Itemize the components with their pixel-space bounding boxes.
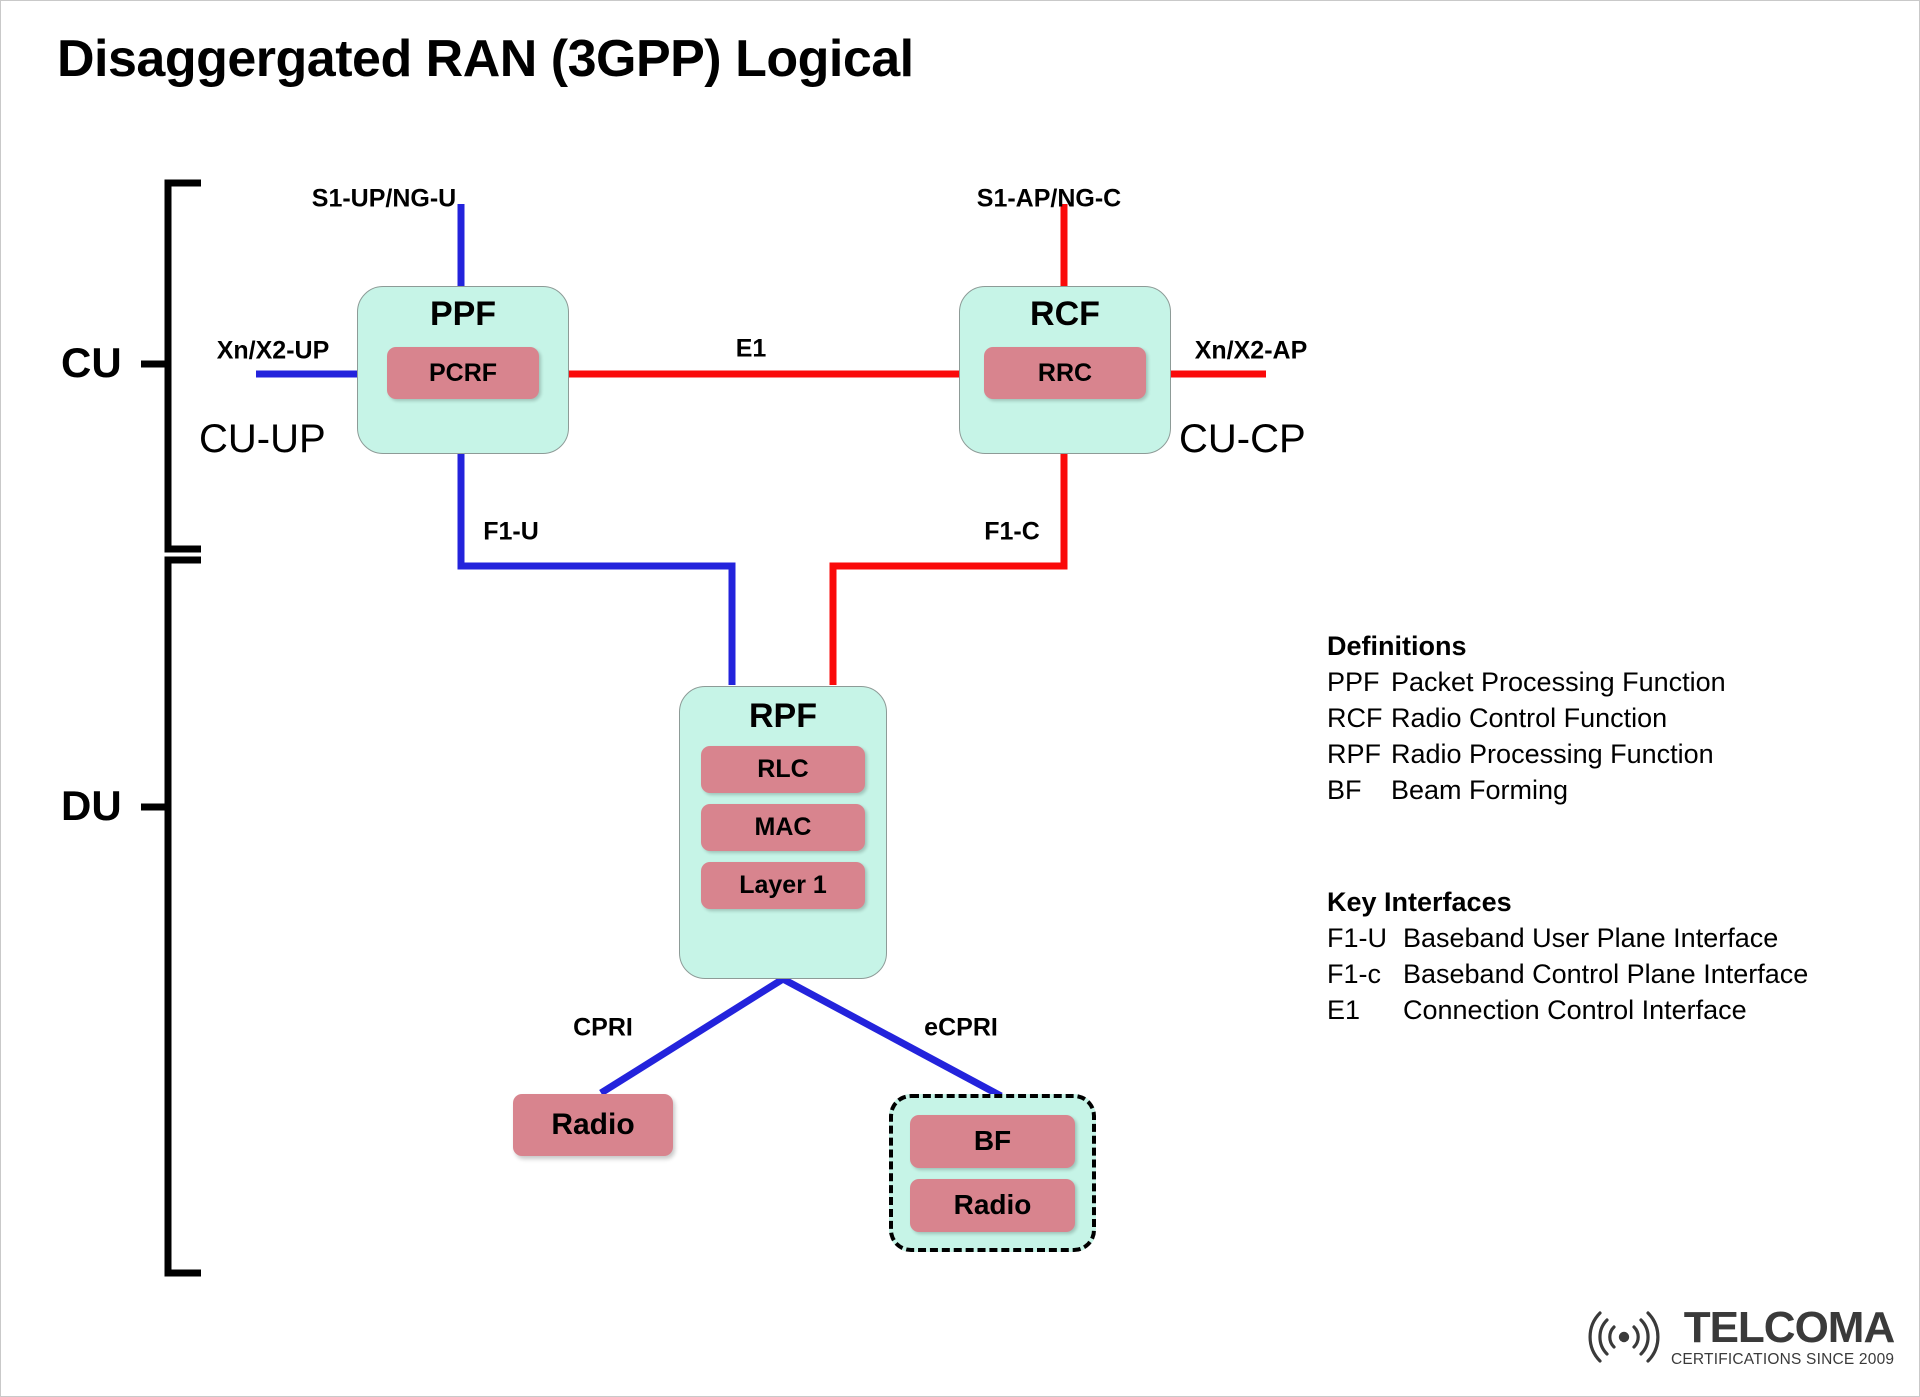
bracket-du xyxy=(141,556,201,1277)
group-label-du: DU xyxy=(61,782,122,829)
node-ppf-title: PPF xyxy=(429,295,497,333)
legend-key: PPF xyxy=(1327,667,1380,697)
edge-label-xn-up: Xn/X2-UP xyxy=(216,336,330,365)
plane-label-cu-cp: CU-CP xyxy=(1179,417,1306,461)
legend-text: Connection Control Interface xyxy=(1403,995,1747,1025)
legend-interfaces: Key Interfaces F1-U Baseband User Plane … xyxy=(1327,887,1808,1026)
legend-row: E1 Connection Control Interface xyxy=(1327,995,1808,1026)
node-rpf-block-rlc[interactable]: RLC xyxy=(701,746,865,793)
edge-label-e1: E1 xyxy=(735,334,767,363)
logo-name: TELCOMA xyxy=(1683,1303,1896,1352)
legend-text: Beam Forming xyxy=(1391,775,1569,805)
legend-row: RPF Radio Processing Function xyxy=(1327,739,1726,770)
edge-label-s1-up: S1-UP/NG-U xyxy=(311,184,457,213)
node-rpf-title: RPF xyxy=(749,697,817,735)
node-ru-block-radio[interactable]: Radio xyxy=(910,1178,1075,1232)
legend-definitions-heading: Definitions xyxy=(1327,631,1467,661)
node-rcf[interactable]: RCF RRC xyxy=(959,286,1171,454)
legend-text: Radio Processing Function xyxy=(1391,739,1714,769)
edge-label-f1-c: F1-C xyxy=(984,517,1040,546)
edge-label-xn-ap: Xn/X2-AP xyxy=(1194,336,1308,365)
edge-label-s1-ap: S1-AP/NG-C xyxy=(976,184,1122,213)
edge-label-f1-u: F1-U xyxy=(483,517,539,546)
node-rcf-block-rrc[interactable]: RRC xyxy=(984,347,1146,399)
legend-text: Baseband User Plane Interface xyxy=(1403,923,1779,953)
legend-key: E1 xyxy=(1327,995,1361,1025)
legend-row: F1-c Baseband Control Plane Interface xyxy=(1327,959,1808,990)
legend-text: Baseband Control Plane Interface xyxy=(1403,959,1809,989)
plane-label-cu-up: CU-UP xyxy=(199,417,326,461)
legend-text: Packet Processing Function xyxy=(1391,667,1726,697)
link-f1-c xyxy=(829,453,1068,685)
legend-row: BF Beam Forming xyxy=(1327,775,1726,806)
legend-key: F1-c xyxy=(1327,959,1381,989)
page-title: Disaggergated RAN (3GPP) Logical xyxy=(57,30,914,88)
node-ppf[interactable]: PPF PCRF xyxy=(357,286,569,454)
legend-key: RCF xyxy=(1327,703,1383,733)
signal-wave-icon xyxy=(1588,1311,1660,1363)
logo-wordmark: TELCOMA CERTIFICATIONS SINCE 2009 xyxy=(1671,1303,1896,1368)
telcoma-logo: TELCOMA CERTIFICATIONS SINCE 2009 xyxy=(1581,1303,1896,1368)
link-f1-u xyxy=(457,453,736,685)
legend-row: F1-U Baseband User Plane Interface xyxy=(1327,923,1808,954)
legend-key: RPF xyxy=(1327,739,1381,769)
logo-tagline: CERTIFICATIONS SINCE 2009 xyxy=(1671,1351,1895,1368)
node-ppf-block-pcrf[interactable]: PCRF xyxy=(387,347,539,399)
node-radio[interactable]: Radio xyxy=(513,1094,673,1156)
bracket-cu xyxy=(141,179,201,553)
legend-text: Radio Control Function xyxy=(1391,703,1668,733)
node-rpf[interactable]: RPF RLC MAC Layer 1 xyxy=(679,686,887,979)
edge-label-ecpri: eCPRI xyxy=(924,1013,998,1042)
legend-interfaces-heading: Key Interfaces xyxy=(1327,887,1512,917)
legend-key: BF xyxy=(1327,775,1362,805)
edge-label-cpri: CPRI xyxy=(573,1013,633,1042)
node-rcf-title: RCF xyxy=(1030,295,1100,333)
node-ru-dashed[interactable]: BF Radio xyxy=(889,1094,1096,1252)
node-rpf-block-layer1[interactable]: Layer 1 xyxy=(701,862,865,909)
legend-row: RCF Radio Control Function xyxy=(1327,703,1726,734)
node-ru-block-bf[interactable]: BF xyxy=(910,1114,1075,1168)
node-rpf-block-mac[interactable]: MAC xyxy=(701,804,865,851)
legend-row: PPF Packet Processing Function xyxy=(1327,667,1726,698)
legend-definitions: Definitions PPF Packet Processing Functi… xyxy=(1327,631,1726,806)
group-label-cu: CU xyxy=(61,339,122,386)
legend-key: F1-U xyxy=(1327,923,1387,953)
